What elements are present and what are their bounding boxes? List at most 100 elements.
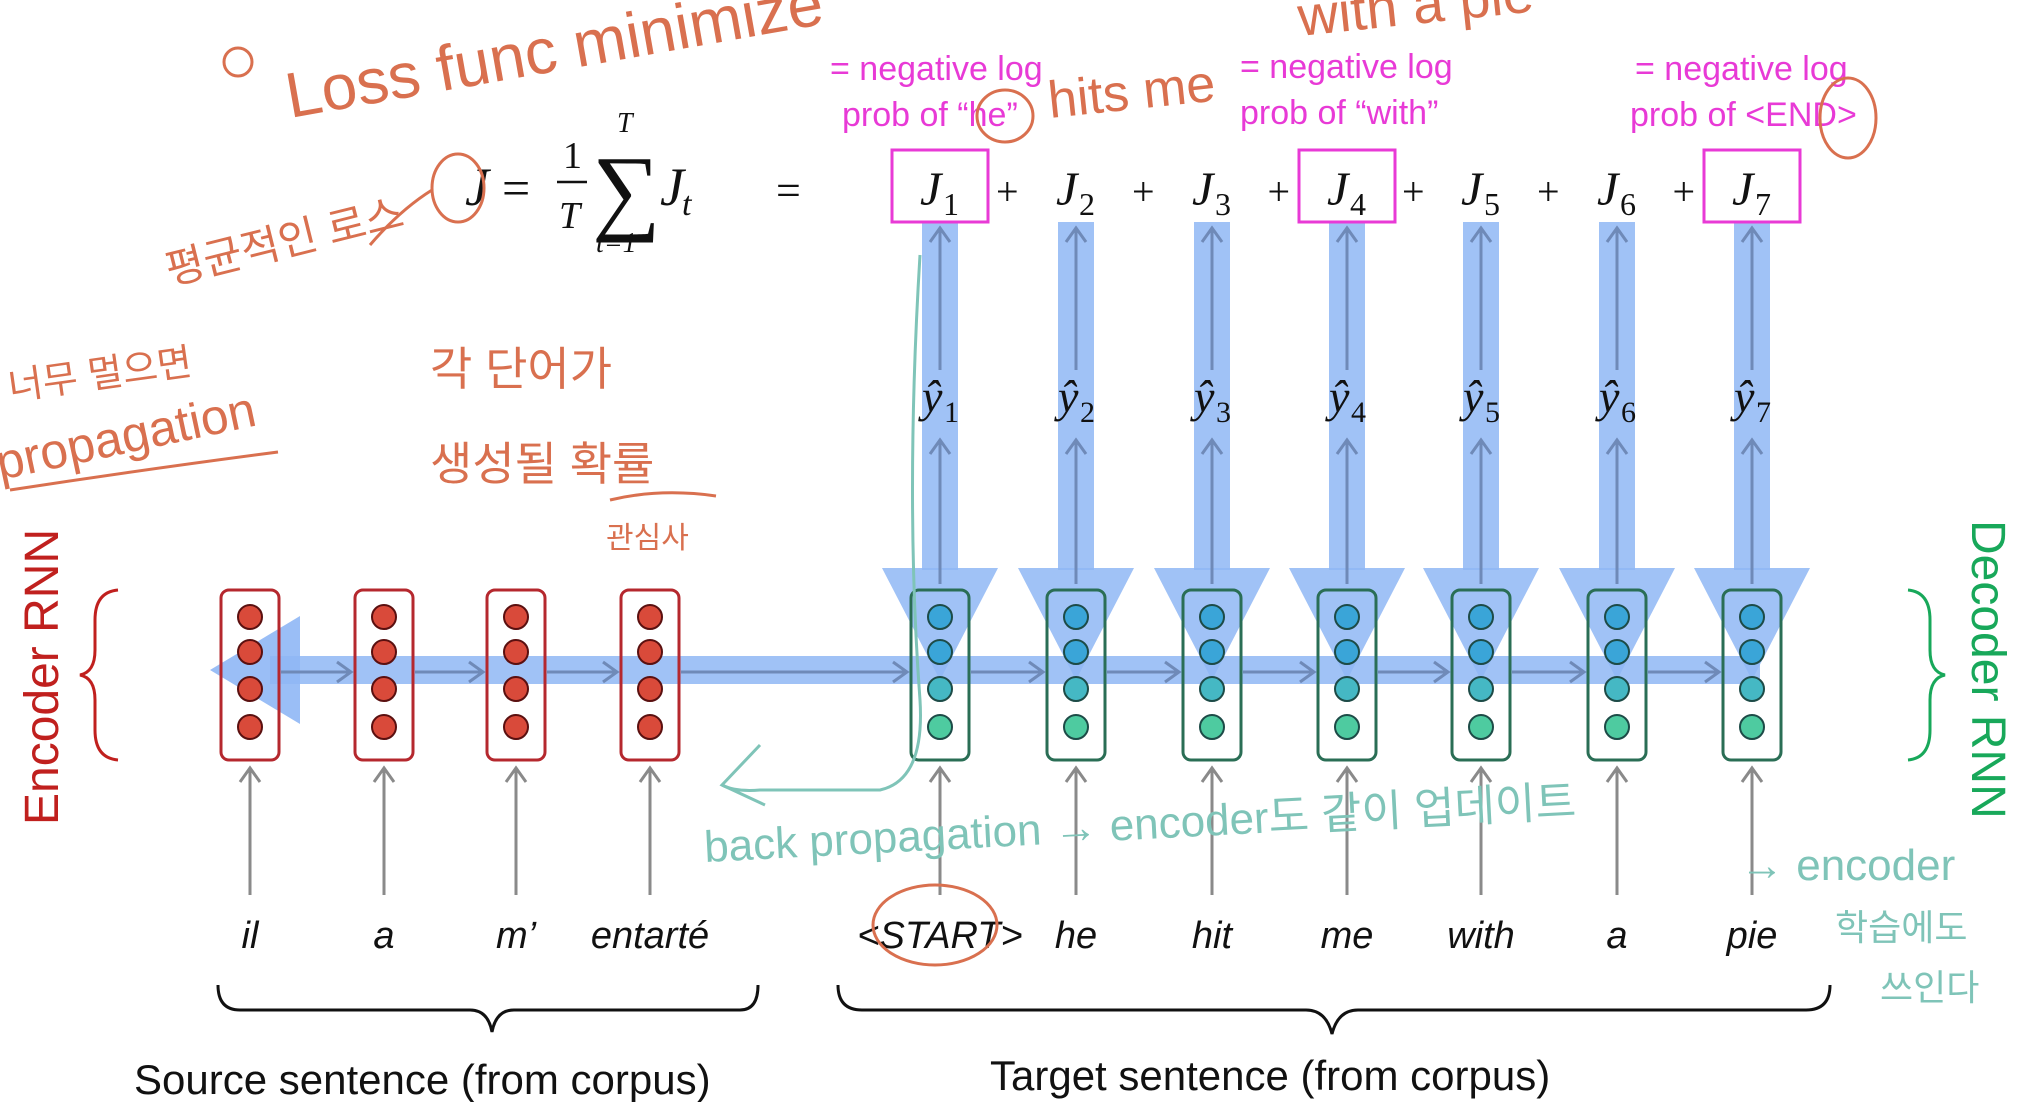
output-arrowhead-icon-1 [928, 437, 952, 455]
decoder-unit-2 [1334, 639, 1360, 665]
source-word-2: a [373, 915, 394, 957]
source-word-4: entarté [591, 915, 709, 957]
loss-arrowhead-icon-7 [1740, 225, 1764, 243]
backprop-band [270, 656, 1760, 684]
decoder-unit-2 [1604, 639, 1630, 665]
hand-encoder-note: → encoder [1740, 841, 1955, 890]
hand-each-word-2: 생성될 확률 [430, 438, 654, 490]
loss-arrowhead-icon-3 [1200, 225, 1224, 243]
decoder-unit-2 [927, 639, 953, 665]
input-arrowhead-icon-7 [1200, 765, 1224, 783]
loss-term-symbol: J [1327, 163, 1351, 216]
decoder-cell-box [1181, 588, 1243, 762]
decoder-cell-box [1450, 588, 1512, 762]
decoder-cell-box [1586, 588, 1648, 762]
target-word-2: he [1055, 915, 1097, 957]
output-arrowhead-icon-6 [1605, 437, 1629, 455]
hand-circle-start [871, 883, 999, 967]
formula-frac-num: 1 [563, 135, 582, 177]
input-arrowhead-icon-10 [1605, 765, 1629, 783]
encoder-unit-3 [237, 676, 263, 702]
encoder-unit-3 [371, 676, 397, 702]
encoder-unit-2 [371, 639, 397, 665]
output-arrowhead-icon-7 [1740, 437, 1764, 455]
formula-term-sub: t [682, 186, 693, 223]
encoder-cell-1 [219, 588, 281, 762]
output-arrowhead-icon-5 [1469, 437, 1493, 455]
annotation-end-line1: = negative log [1635, 50, 1848, 88]
decoder-cell-2 [1045, 588, 1107, 762]
input-arrowhead-icon-3 [504, 765, 528, 783]
decoder-unit-1 [1334, 604, 1360, 630]
input-arrowhead-icon-9 [1469, 765, 1493, 783]
decoder-unit-3 [1739, 676, 1765, 702]
decoder-unit-1 [1063, 604, 1089, 630]
encoder-unit-1 [237, 604, 263, 630]
decoder-unit-4 [1199, 714, 1225, 740]
decoder-unit-1 [1604, 604, 1630, 630]
hand-interest: 관심사 [606, 522, 689, 555]
decoder-unit-4 [1468, 714, 1494, 740]
loss-arrowhead-icon-2 [1064, 225, 1088, 243]
decoder-unit-2 [1063, 639, 1089, 665]
decoder-cell-7 [1721, 588, 1783, 762]
plus-sign-6: + [1673, 169, 1696, 214]
yhat-symbol: ŷ [1459, 371, 1484, 422]
hand-arrow-head-icon [719, 743, 766, 807]
hand-backprop-arrow [721, 254, 922, 792]
source-word-3: m’ [496, 915, 537, 957]
plus-sign-3: + [1268, 169, 1291, 214]
recurrent-arrowhead-icon-10 [1704, 660, 1722, 684]
hand-loss-func: Loss func minimize [280, 0, 828, 132]
decoder-cell-1 [909, 588, 971, 762]
encoder-cell-box [353, 588, 415, 762]
input-arrowhead-icon-5 [928, 765, 952, 783]
annotation-end: = negative log prob of <END> [1630, 50, 1857, 134]
loss-term-symbol: J [1461, 163, 1485, 216]
formula-equals-2: = [776, 166, 801, 215]
encoder-unit-2 [637, 639, 663, 665]
target-caption: Target sentence (from corpus) [990, 1052, 1550, 1099]
source-word-1: il [242, 915, 260, 957]
yhat-symbol: ŷ [1054, 371, 1079, 422]
source-brace [216, 984, 760, 1033]
encoder-brace [79, 588, 119, 762]
decoder-unit-2 [1739, 639, 1765, 665]
encoder-unit-3 [637, 676, 663, 702]
yhat-subscript: 4 [1351, 396, 1366, 429]
yhat-subscript: 1 [944, 396, 959, 429]
loss-arrowhead-icon-5 [1469, 225, 1493, 243]
hand-with-a-pie: with a pie [1294, 0, 1537, 48]
plus-sign-2: + [1132, 169, 1155, 214]
decoder-label: Decoder RNN [1961, 520, 2014, 819]
recurrent-arrowhead-icon-3 [602, 660, 620, 684]
loss-term-symbol: J [1597, 163, 1621, 216]
formula-equals: = [502, 160, 530, 216]
yhat-subscript: 3 [1216, 396, 1231, 429]
loss-term-highlight-box [890, 148, 990, 224]
decoder-cell-3 [1181, 588, 1243, 762]
decoder-unit-4 [1739, 714, 1765, 740]
plus-sign-4: + [1402, 169, 1425, 214]
encoder-cell-box [619, 588, 681, 762]
connection-arrows [238, 225, 1764, 895]
plus-sign-1: + [996, 169, 1019, 214]
output-arrowhead-icon-3 [1200, 437, 1224, 455]
loss-arrowhead-icon-6 [1605, 225, 1629, 243]
output-arrowhead-icon-4 [1335, 437, 1359, 455]
encoder-unit-2 [237, 639, 263, 665]
formula-sigma: ∑ [592, 136, 660, 243]
hand-hits-me: hits me [1045, 55, 1218, 130]
input-arrowhead-icon-6 [1064, 765, 1088, 783]
loss-arrowhead-icon-4 [1335, 225, 1359, 243]
decoder-unit-4 [1334, 714, 1360, 740]
target-word-7: pie [1726, 915, 1778, 957]
yhat-symbol: ŷ [918, 371, 943, 422]
decoder-unit-1 [1739, 604, 1765, 630]
annotation-with-line1: = negative log [1240, 48, 1453, 86]
